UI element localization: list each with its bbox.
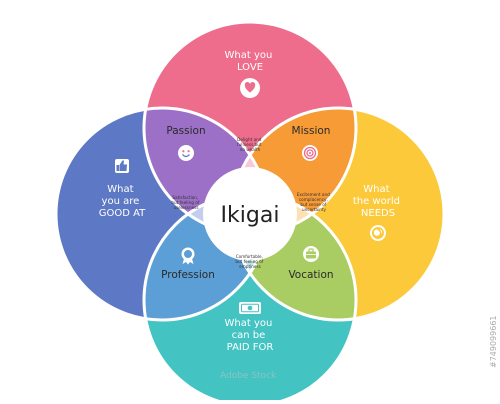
paid-for-label-line: What you [224, 318, 272, 329]
note-right-line: uncertainty [302, 207, 327, 212]
needs-label-line: What [363, 184, 389, 195]
good-at-label-line: What [107, 184, 133, 195]
needs-label-line: the world [353, 196, 400, 207]
money-bill-icon [239, 302, 261, 314]
paid-for-label: What you can be PAID FOR [224, 318, 275, 353]
note-right-line: Excitement and [297, 192, 330, 197]
note-left-line: uselessness [173, 205, 198, 210]
watermark-brand: Adobe Stock [220, 371, 277, 381]
note-right-line: but sense of [300, 202, 326, 207]
inner-notes: Delight and fullness,but no wealth Excit… [171, 137, 331, 269]
needs-label: What the world NEEDS [353, 184, 403, 219]
note-left-line: Satisfaction, [172, 195, 198, 200]
love-label-line: What you [224, 50, 272, 61]
note-top-line: no wealth [240, 147, 261, 152]
paid-for-label-line: PAID FOR [227, 342, 274, 353]
note-top: Delight and fullness,but no wealth [237, 137, 263, 152]
love-label: What you LOVE [224, 50, 275, 73]
profession-label: Profession [161, 269, 215, 281]
good-at-label: What you are GOOD AT [99, 184, 146, 219]
note-bottom-line: but feeling of [235, 259, 263, 264]
good-at-label-line: you are [102, 196, 140, 207]
paid-for-label-line: can be [232, 330, 266, 341]
smiley-face-icon [178, 145, 194, 161]
watermark-id: #749099661 [489, 315, 498, 368]
outer-labels: What you LOVE What the world NEEDS What … [99, 50, 403, 353]
mission-label: Mission [292, 125, 331, 137]
note-right: Excitement and complacency, but sense of… [297, 192, 331, 212]
briefcase-icon [303, 246, 319, 262]
watermark: Adobe Stock [220, 371, 277, 381]
thumbs-up-icon [115, 159, 129, 173]
overlap-labels: Passion Mission Profession Vocation [161, 125, 333, 281]
note-right-line: complacency, [299, 197, 328, 202]
badge-ribbon-icon [181, 247, 195, 265]
globe-icon [370, 225, 386, 241]
center-circle [203, 167, 297, 261]
note-top-line: fullness,but [237, 142, 262, 147]
needs-label-line: NEEDS [361, 208, 395, 219]
note-bottom-line: Comfortable, [236, 254, 263, 259]
note-left: Satisfaction, but feeling of uselessness [171, 195, 200, 210]
note-bottom-line: emptiness [239, 264, 261, 269]
love-label-line: LOVE [237, 62, 263, 73]
note-top-line: Delight and [237, 137, 262, 142]
center-title: Ikigai [221, 203, 280, 228]
note-bottom: Comfortable, but feeling of emptiness [235, 254, 264, 269]
heart-icon [240, 78, 260, 98]
good-at-label-line: GOOD AT [99, 208, 146, 219]
passion-label: Passion [166, 125, 205, 137]
note-left-line: but feeling of [171, 200, 199, 205]
vocation-label: Vocation [288, 269, 333, 281]
target-icon [302, 145, 318, 161]
